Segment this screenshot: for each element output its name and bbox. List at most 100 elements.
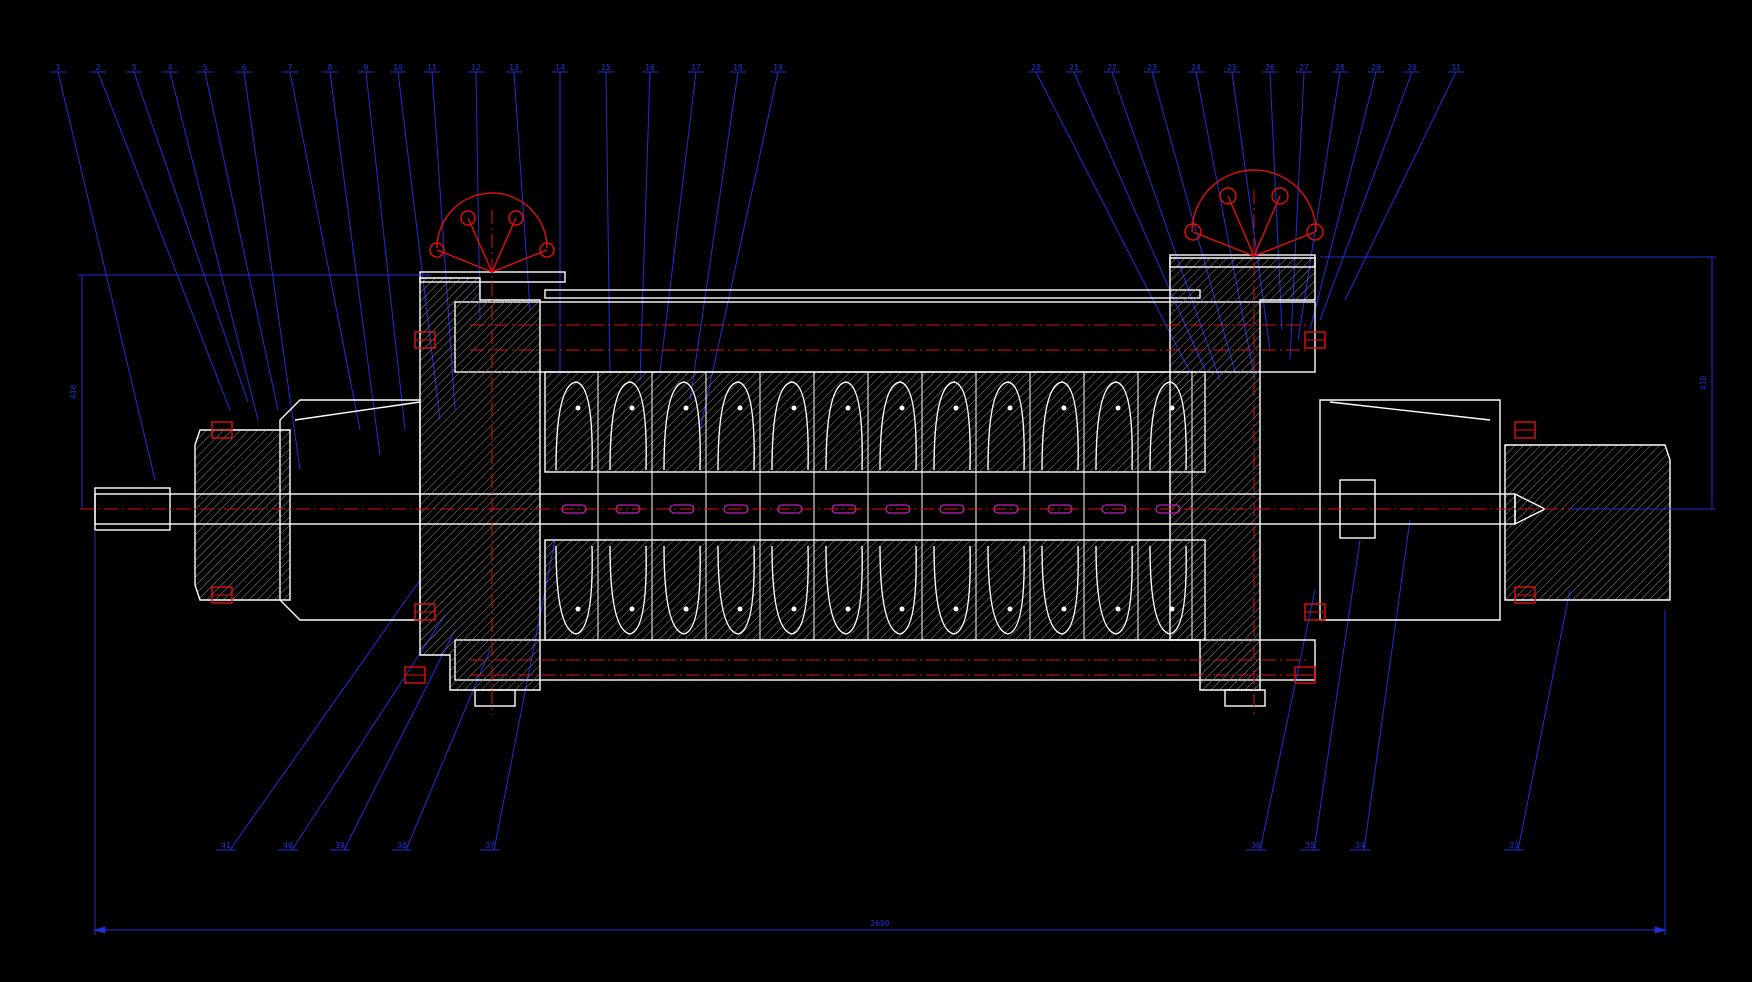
leader-line [1259, 589, 1316, 851]
stage-bolt-dot [1115, 606, 1121, 612]
stage-bolt-dot [629, 606, 635, 612]
bolt-head [1514, 421, 1536, 439]
leader-line [243, 71, 301, 471]
callout-top-23: 23 [1147, 63, 1157, 72]
impeller-stage [609, 372, 653, 640]
impeller-stage [933, 372, 977, 640]
callout-top-31: 31 [1451, 63, 1461, 72]
leader-line [699, 71, 779, 431]
bolt-head [404, 666, 426, 684]
discharge-bolt-circle-arc [1191, 169, 1317, 233]
callout-bottom-39: 39 [335, 841, 345, 850]
bolt-head [211, 586, 233, 604]
impeller-vane-upper [555, 381, 593, 471]
suction-bolt-hole [539, 242, 555, 258]
impeller-vane-lower [1095, 545, 1133, 635]
impeller-vane-lower [1149, 545, 1187, 635]
callout-bottom-36: 36 [1251, 841, 1261, 850]
impeller-stage [1041, 372, 1085, 640]
impeller-vane-lower [555, 545, 593, 635]
stage-bolt-dot [737, 606, 743, 612]
leader-line [204, 71, 279, 411]
impeller-stage [771, 372, 815, 640]
stage-bolt-dot [683, 606, 689, 612]
impeller-vane-lower [1041, 545, 1079, 635]
stage-bolt-dot [899, 606, 905, 612]
callout-top-20: 20 [1031, 63, 1041, 72]
stage-bolt-dot [1061, 405, 1067, 411]
callout-top-18: 18 [733, 63, 743, 72]
impeller-stage [1095, 372, 1139, 640]
stage-bolt-dot [1007, 405, 1013, 411]
callout-top-19: 19 [773, 63, 783, 72]
impeller-vane-upper [1095, 381, 1133, 471]
left-bracket-rib [294, 401, 421, 421]
callout-top-4: 4 [168, 63, 173, 72]
suction-casing [419, 277, 541, 691]
bolt-head [1304, 331, 1326, 349]
foot-left [474, 689, 516, 707]
suction-bolt-radius [467, 217, 493, 273]
impeller-vane-lower [987, 545, 1025, 635]
leader-line [289, 71, 361, 431]
leader-line [513, 71, 531, 311]
stage-bolt-dot [845, 405, 851, 411]
callout-top-1: 1 [56, 63, 61, 72]
leader-line [1363, 519, 1411, 851]
stage-block-upper [544, 371, 1206, 473]
dimension-lines [78, 256, 1716, 935]
stage-bolt-dot [791, 606, 797, 612]
discharge-bolt-hole [1219, 187, 1237, 205]
bolt-head [211, 421, 233, 439]
leader-line [1344, 71, 1457, 301]
stage-bolt-dot [845, 606, 851, 612]
impeller-vane-upper [825, 381, 863, 471]
stage-bolt-dot [1115, 405, 1121, 411]
callout-top-21: 21 [1069, 63, 1079, 72]
dim-arrow-right [1654, 926, 1667, 934]
impeller-stage [987, 372, 1031, 640]
callout-top-3: 3 [132, 63, 137, 72]
impeller-vane-lower [825, 545, 863, 635]
leader-line [343, 629, 456, 851]
leader-line [1289, 71, 1305, 361]
impeller-stage [717, 372, 761, 640]
discharge-bolt-radius [1192, 231, 1255, 257]
discharge-bolt-radius [1253, 195, 1281, 257]
callout-top-17: 17 [691, 63, 701, 72]
suction-bolt-radius [491, 249, 548, 273]
leader-line [169, 71, 259, 421]
callout-top-6: 6 [242, 63, 247, 72]
callout-top-8: 8 [328, 63, 333, 72]
impeller-vane-upper [879, 381, 917, 471]
callout-top-26: 26 [1265, 63, 1275, 72]
suction-bolt-radius [491, 217, 517, 273]
stage-bolt-dot [953, 405, 959, 411]
stage-bolt-dot [683, 405, 689, 411]
impeller-vane-upper [771, 381, 809, 471]
impeller-stage [663, 372, 707, 640]
callout-top-7: 7 [288, 63, 293, 72]
leader-line [689, 71, 739, 401]
discharge-bolt-radius [1253, 231, 1316, 257]
right-height-dim: 410 [1699, 376, 1708, 391]
impeller-vane-lower [717, 545, 755, 635]
leader-line [1035, 71, 1191, 373]
discharge-bolt-hole [1271, 187, 1289, 205]
left-bearing-bracket [279, 399, 421, 621]
suction-bolt-circle-arc [436, 192, 548, 249]
right-bracket-rib [1329, 401, 1491, 421]
impeller-vane-lower [609, 545, 647, 635]
callout-bottom-34: 34 [1355, 841, 1365, 850]
discharge-bolt-radius [1227, 195, 1255, 257]
impeller-vane-upper [663, 381, 701, 471]
leader-line [365, 71, 406, 431]
callout-top-22: 22 [1107, 63, 1117, 72]
callout-top-9: 9 [364, 63, 369, 72]
callout-bottom-33: 33 [1509, 841, 1519, 850]
leader-line [1517, 589, 1571, 851]
discharge-flange [1169, 254, 1316, 268]
impeller-vane-upper [1041, 381, 1079, 471]
leader-line [1231, 71, 1271, 351]
